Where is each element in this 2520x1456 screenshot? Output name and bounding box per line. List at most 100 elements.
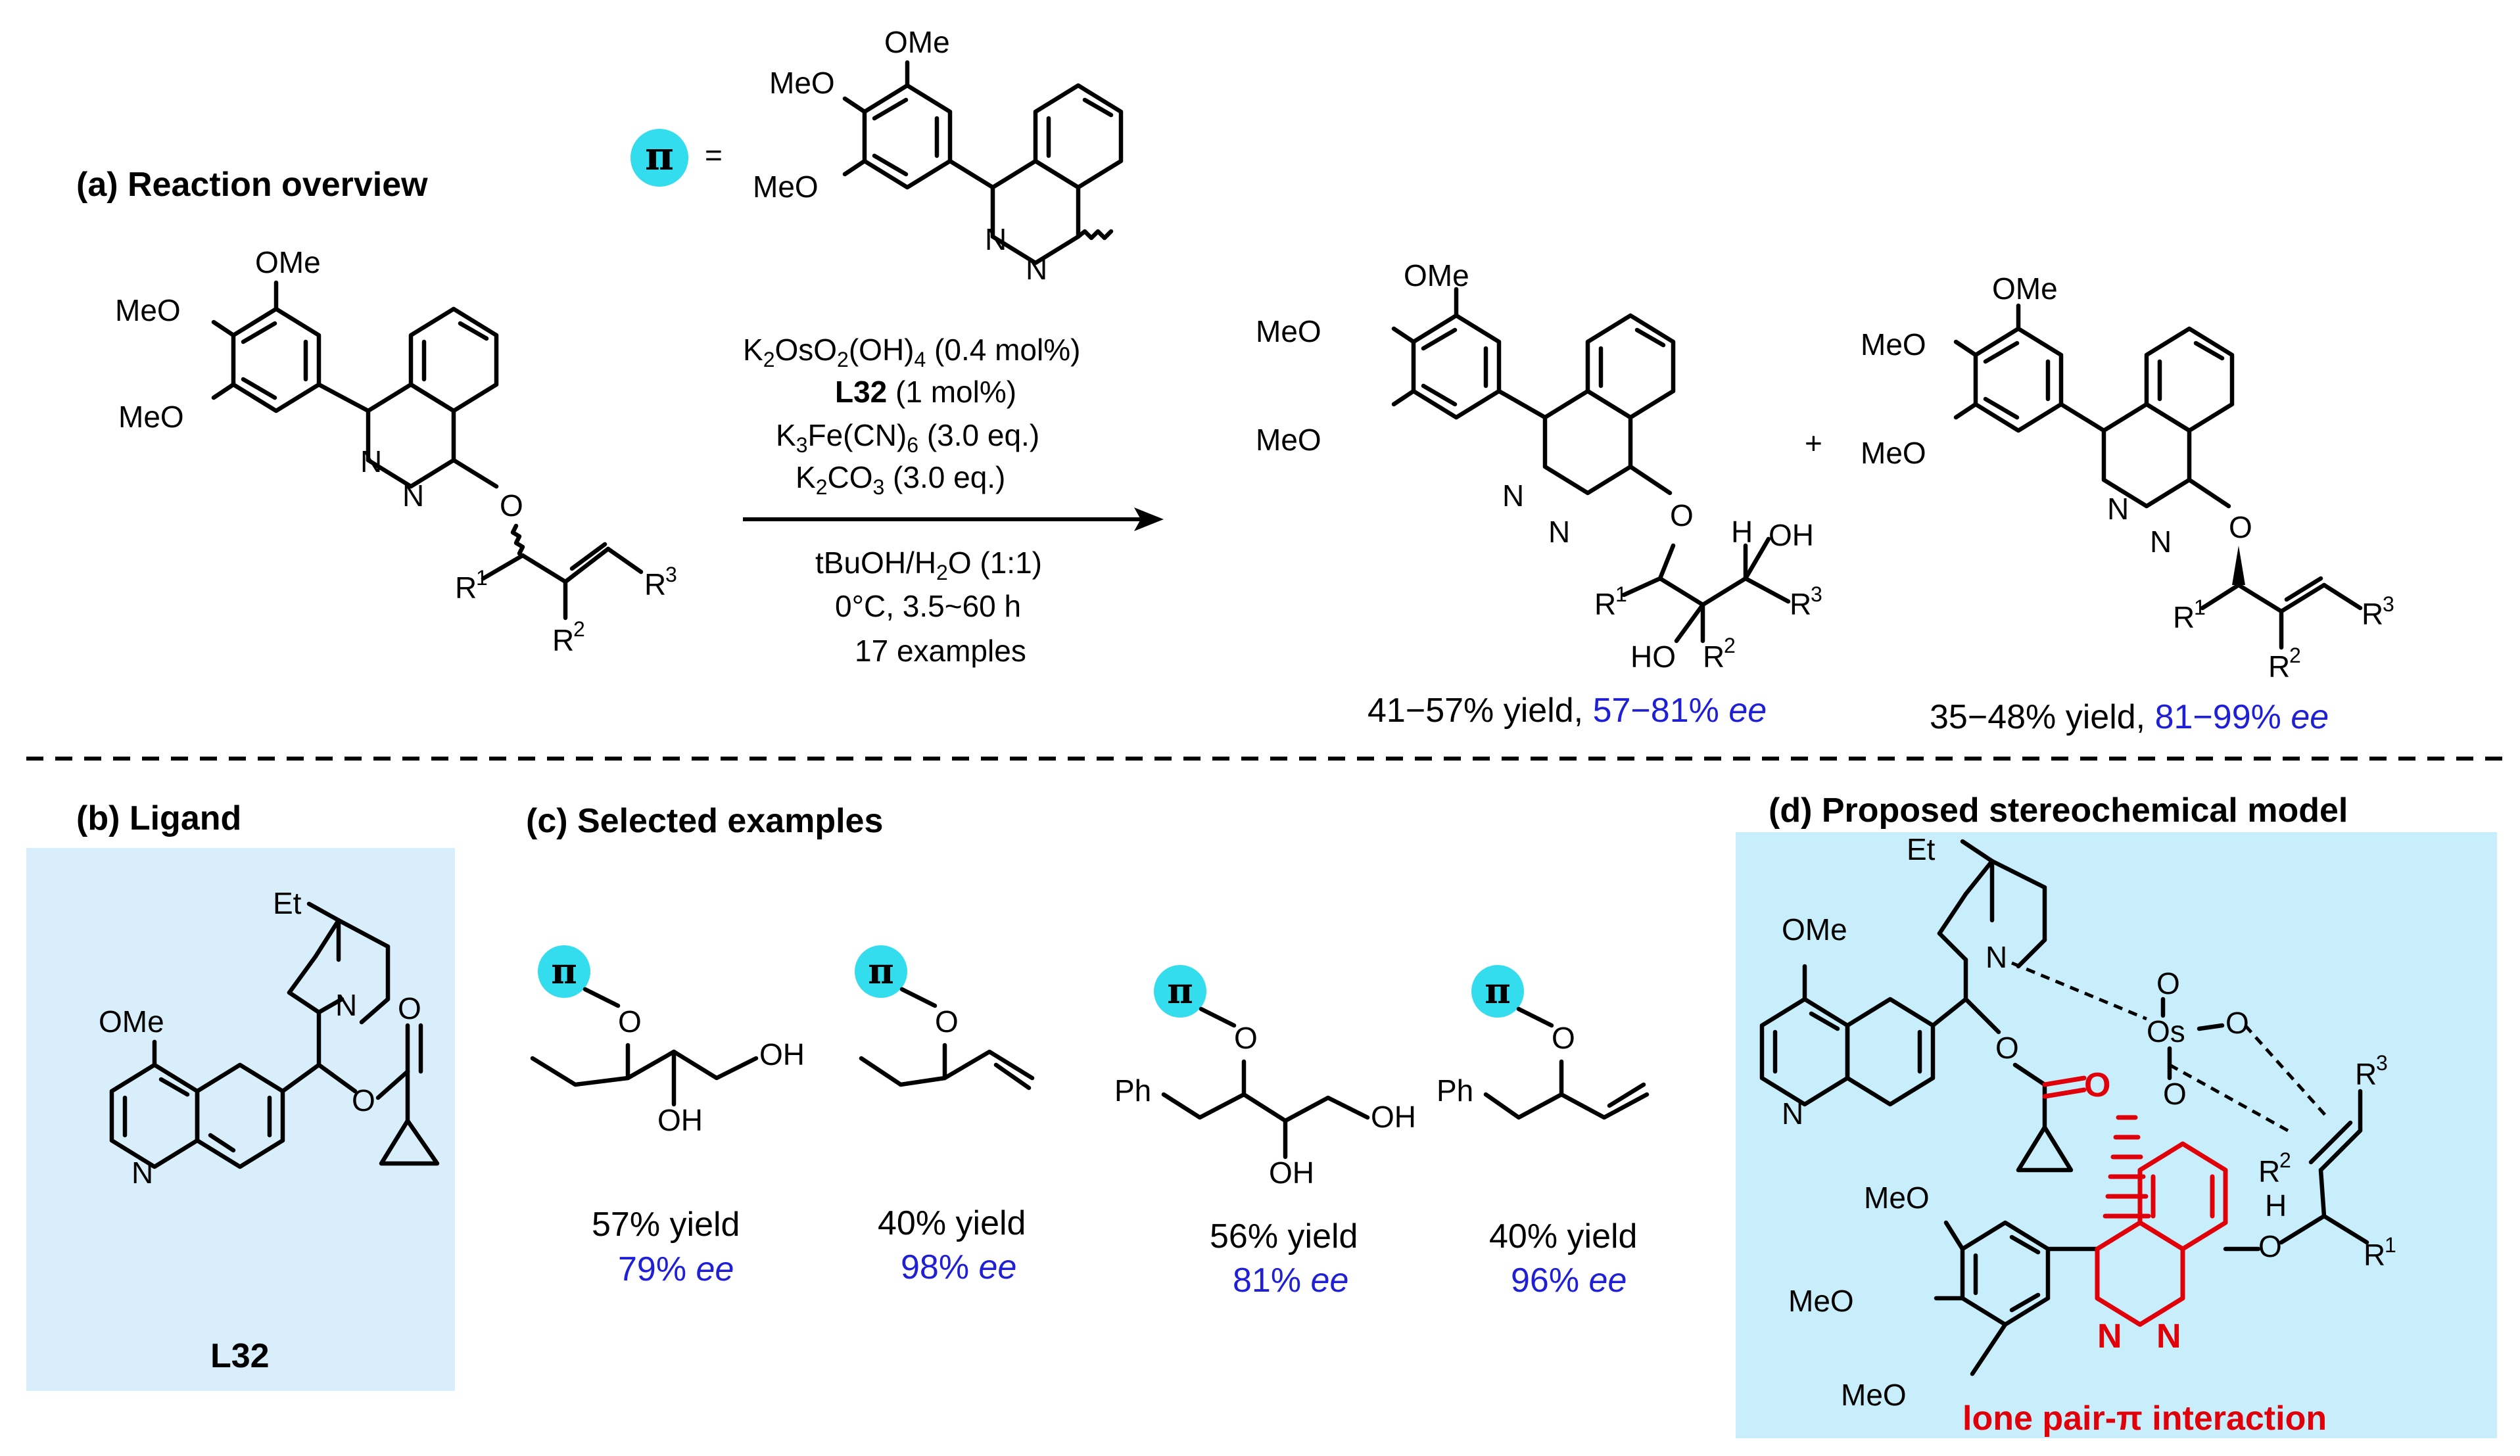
- o-bond: [2279, 1213, 2327, 1245]
- coordination-dashed-line: [2244, 1024, 2329, 1119]
- alkyl-chain: [1483, 1092, 1650, 1120]
- r3-superscript: 3: [2376, 1051, 2388, 1075]
- meo-bond: [211, 319, 236, 338]
- pi-circle-icon: [630, 129, 688, 187]
- r3-superscript: 3: [665, 563, 677, 586]
- condition-temperature-time: 0°C, 3.5~60 h: [835, 589, 1021, 623]
- quinoline-ring: [1845, 997, 1936, 1107]
- o-bond: [451, 458, 499, 489]
- n-label: N: [2107, 492, 2129, 526]
- n-label: N: [1502, 479, 1524, 513]
- ligand-structure: N OMe O O N Et: [99, 886, 440, 1190]
- o-label: O: [618, 1004, 642, 1039]
- n-label: N: [1782, 1096, 1803, 1131]
- alkyl-bond: [1963, 997, 2001, 1035]
- meo-bond: [842, 158, 867, 177]
- condition-oxidant-catalyst: K2OsO2(OH)4 (0.4 mol%): [743, 333, 1080, 371]
- meo-label: MeO: [1861, 327, 1926, 362]
- ring-double-bond: [2009, 1292, 2041, 1313]
- ome-label: OMe: [1782, 912, 1847, 947]
- ligand-panel-background: [26, 848, 455, 1391]
- example-4-structure: π O Ph: [1437, 965, 1650, 1120]
- r2-superscript: 2: [2279, 1148, 2291, 1172]
- meo-label: MeO: [1256, 423, 1321, 457]
- meo-bond: [1391, 326, 1416, 344]
- et-label: Et: [273, 886, 302, 920]
- pi-symbol: π: [868, 950, 894, 992]
- alkyl-bond: [520, 553, 568, 584]
- alkene-bond: [2284, 576, 2323, 602]
- alkyl-bond: [316, 1062, 358, 1094]
- o-bond: [1199, 1006, 1237, 1028]
- n-label: N: [131, 1156, 153, 1190]
- o-label: O: [2258, 1229, 2282, 1263]
- os-label: Os: [2147, 1014, 2185, 1048]
- product2-result: 35−48% yield, 81−99% ee: [1930, 698, 2329, 736]
- r2-label: R: [2268, 649, 2290, 684]
- o-label-highlighted: O: [2084, 1066, 2110, 1104]
- ome-label: OMe: [884, 25, 950, 59]
- alkyl-bond: [316, 997, 345, 1015]
- o-label: O: [398, 991, 421, 1025]
- pi-symbol: π: [645, 133, 674, 179]
- r3-label: R: [2355, 1057, 2377, 1091]
- meo-label: MeO: [769, 66, 835, 100]
- alkyl-bond: [481, 553, 525, 581]
- n-label-highlighted: N: [2156, 1317, 2181, 1355]
- ester-bond: [375, 1069, 410, 1100]
- alkyl-bond: [280, 1062, 321, 1094]
- ester-bond: [2012, 1062, 2047, 1087]
- pi-circle-icon: [1471, 965, 1524, 1018]
- alkyl-bond: [1657, 543, 1676, 581]
- alkene-bond: [569, 542, 607, 571]
- pi-symbol: π: [1167, 970, 1193, 1012]
- r2-label: R: [1703, 640, 1724, 674]
- r1-label: R: [1594, 587, 1616, 621]
- ring-double-bond: [1809, 1011, 1840, 1031]
- alkyl-bond: [287, 954, 318, 995]
- ring-double-bond: [458, 321, 489, 341]
- ring-double-bond: [2193, 341, 2225, 361]
- example-4-yield: 40% yield: [1489, 1217, 1637, 1256]
- pi-symbol: π: [551, 950, 577, 992]
- pi-definition: π = OMe MeO MeO N N: [630, 25, 1124, 286]
- alkyl-bond: [1700, 576, 1748, 607]
- alkyl-bond: [306, 901, 341, 923]
- alkene-bond: [606, 546, 644, 575]
- o-label: O: [2163, 1077, 2187, 1111]
- wavy-bond: [510, 523, 525, 556]
- alkyl-bond: [1621, 576, 1663, 598]
- meo-label: MeO: [1256, 314, 1321, 348]
- benzo-ring: [1585, 313, 1676, 420]
- r1-superscript: 1: [2385, 1233, 2396, 1257]
- wedge-bond: [2232, 546, 2245, 585]
- meo-bond: [211, 382, 236, 400]
- meo-label: MeO: [1841, 1378, 1907, 1412]
- meo-bond: [1943, 1220, 1965, 1252]
- oh-label: OH: [657, 1103, 703, 1137]
- aryl-link-bond: [947, 158, 995, 190]
- aryl-link-bond: [1496, 388, 1548, 420]
- reaction-conditions: K2OsO2(OH)4 (0.4 mol%) L32 (1 mol%) K3Fe…: [743, 333, 1164, 668]
- lone-pair-pi-hash: [2103, 1115, 2151, 1219]
- example-1-ee: 79% ee: [618, 1250, 734, 1288]
- phthalazine-ring: [2101, 402, 2192, 509]
- r1-superscript: 1: [2194, 596, 2206, 619]
- meo-label: MeO: [118, 400, 184, 434]
- alkyl-bond: [2200, 582, 2241, 611]
- o-label: O: [935, 1004, 959, 1039]
- pi-circle-icon: [855, 945, 907, 998]
- n-label: N: [402, 479, 424, 513]
- quinoline-ring: [195, 1062, 285, 1169]
- equals-sign: =: [705, 138, 723, 172]
- stereochemical-model: N OMe O O Et N Os O O O: [1759, 832, 2396, 1438]
- meo-label: MeO: [1788, 1284, 1854, 1318]
- ring-double-bond: [1983, 396, 2020, 420]
- ome-label: OMe: [1404, 258, 1469, 293]
- meo-bond: [1953, 339, 1978, 358]
- ring-double-bond: [158, 1077, 190, 1097]
- example-2-yield: 40% yield: [878, 1204, 1026, 1242]
- r1-label: R: [2173, 600, 2195, 634]
- ring-double-bond: [1983, 341, 2020, 364]
